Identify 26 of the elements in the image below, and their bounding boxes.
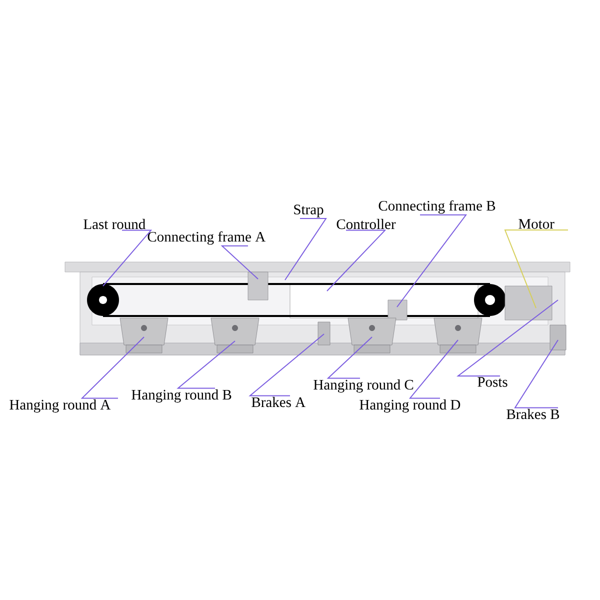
part-label: Connecting frame A (148, 231, 266, 245)
part-label: Posts (478, 377, 508, 387)
part-label: Connecting frame B (378, 200, 496, 214)
leader-line (504, 230, 568, 308)
leader-line (326, 336, 372, 379)
leader-line (326, 230, 386, 292)
leader-line (396, 214, 467, 308)
leader-line (176, 340, 236, 389)
part-label: Hanging round D (360, 399, 460, 413)
leader-line (80, 336, 144, 399)
leader-line (220, 245, 258, 280)
part-label: Brakes A (252, 396, 306, 408)
part-label: Strap (294, 204, 324, 218)
part-label: Motor (518, 219, 554, 229)
part-label: Hanging round C (314, 379, 414, 393)
leader-line (284, 218, 327, 280)
part-label: Hanging round A (10, 399, 111, 413)
leader-line (248, 334, 324, 396)
part-label: Controller (336, 218, 396, 230)
part-label: Brakes B (506, 408, 560, 420)
leader-line (408, 340, 458, 399)
leader-line (514, 340, 558, 408)
leader-line (456, 300, 558, 376)
part-label: Last round (84, 218, 146, 230)
part-label: Hanging round B (132, 389, 232, 403)
leader-line (102, 230, 152, 286)
